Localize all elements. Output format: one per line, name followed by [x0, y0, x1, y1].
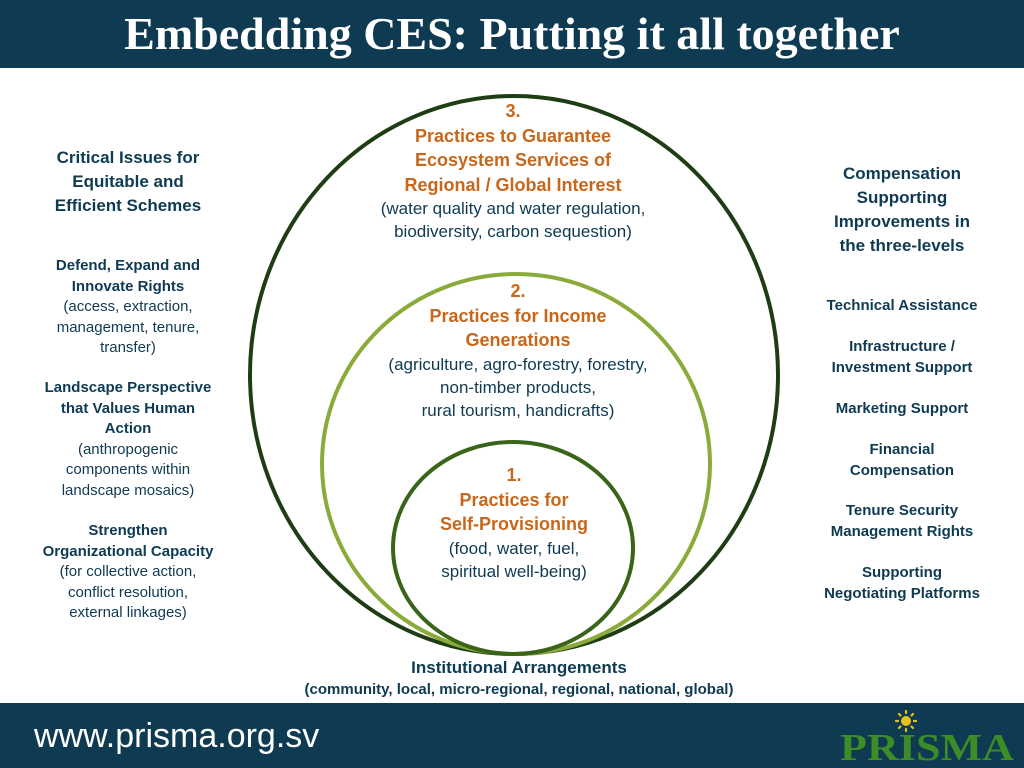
inner-ring: [391, 440, 635, 656]
left-item-organizational: Strengthen Organizational Capacity (for …: [42, 522, 214, 621]
left-item-landscape: Landscape Perspective that Values Human …: [44, 379, 212, 499]
circle-3-text: 3. Practices to Guarantee Ecosystem Serv…: [330, 99, 696, 243]
right-item-technical-assistance: Technical Assistance: [826, 297, 978, 314]
sun-icon: [894, 710, 918, 733]
circle-1-text: 1. Practices for Self-Provisioning (food…: [404, 463, 624, 583]
header-bar: [0, 0, 1024, 68]
right-heading: Compensation Supporting Improvements in …: [833, 164, 971, 255]
page-title: Embedding CES: Putting it all together: [124, 8, 900, 59]
institutional-subtitle: (community, local, micro-regional, regio…: [304, 681, 734, 698]
institutional-arrangements: Institutional Arrangements (community, l…: [230, 657, 808, 701]
circle-1-number: 1.: [506, 465, 522, 485]
right-item-financial: Financial Compensation: [849, 441, 955, 479]
right-item-marketing: Marketing Support: [835, 400, 969, 417]
footer-bar: [0, 703, 1024, 768]
right-item-negotiating: Supporting Negotiating Platforms: [824, 564, 980, 602]
left-item-rights: Defend, Expand and Innovate Rights (acce…: [55, 257, 201, 356]
right-item-infrastructure: Infrastructure / Investment Support: [831, 338, 973, 376]
left-heading: Critical Issues for Equitable and Effici…: [54, 148, 202, 215]
circle-2-number: 2.: [510, 281, 526, 301]
footer-url[interactable]: www.prisma.org.sv: [34, 717, 320, 755]
prisma-logo: PRISMA: [840, 710, 1015, 766]
institutional-title: Institutional Arrangements: [411, 658, 627, 677]
circle-3-number: 3.: [505, 101, 521, 121]
right-item-tenure: Tenure Security Management Rights: [830, 502, 974, 540]
logo-text: PRISMA: [840, 727, 1015, 766]
circle-2-text: 2. Practices for Income Generations (agr…: [350, 279, 686, 422]
